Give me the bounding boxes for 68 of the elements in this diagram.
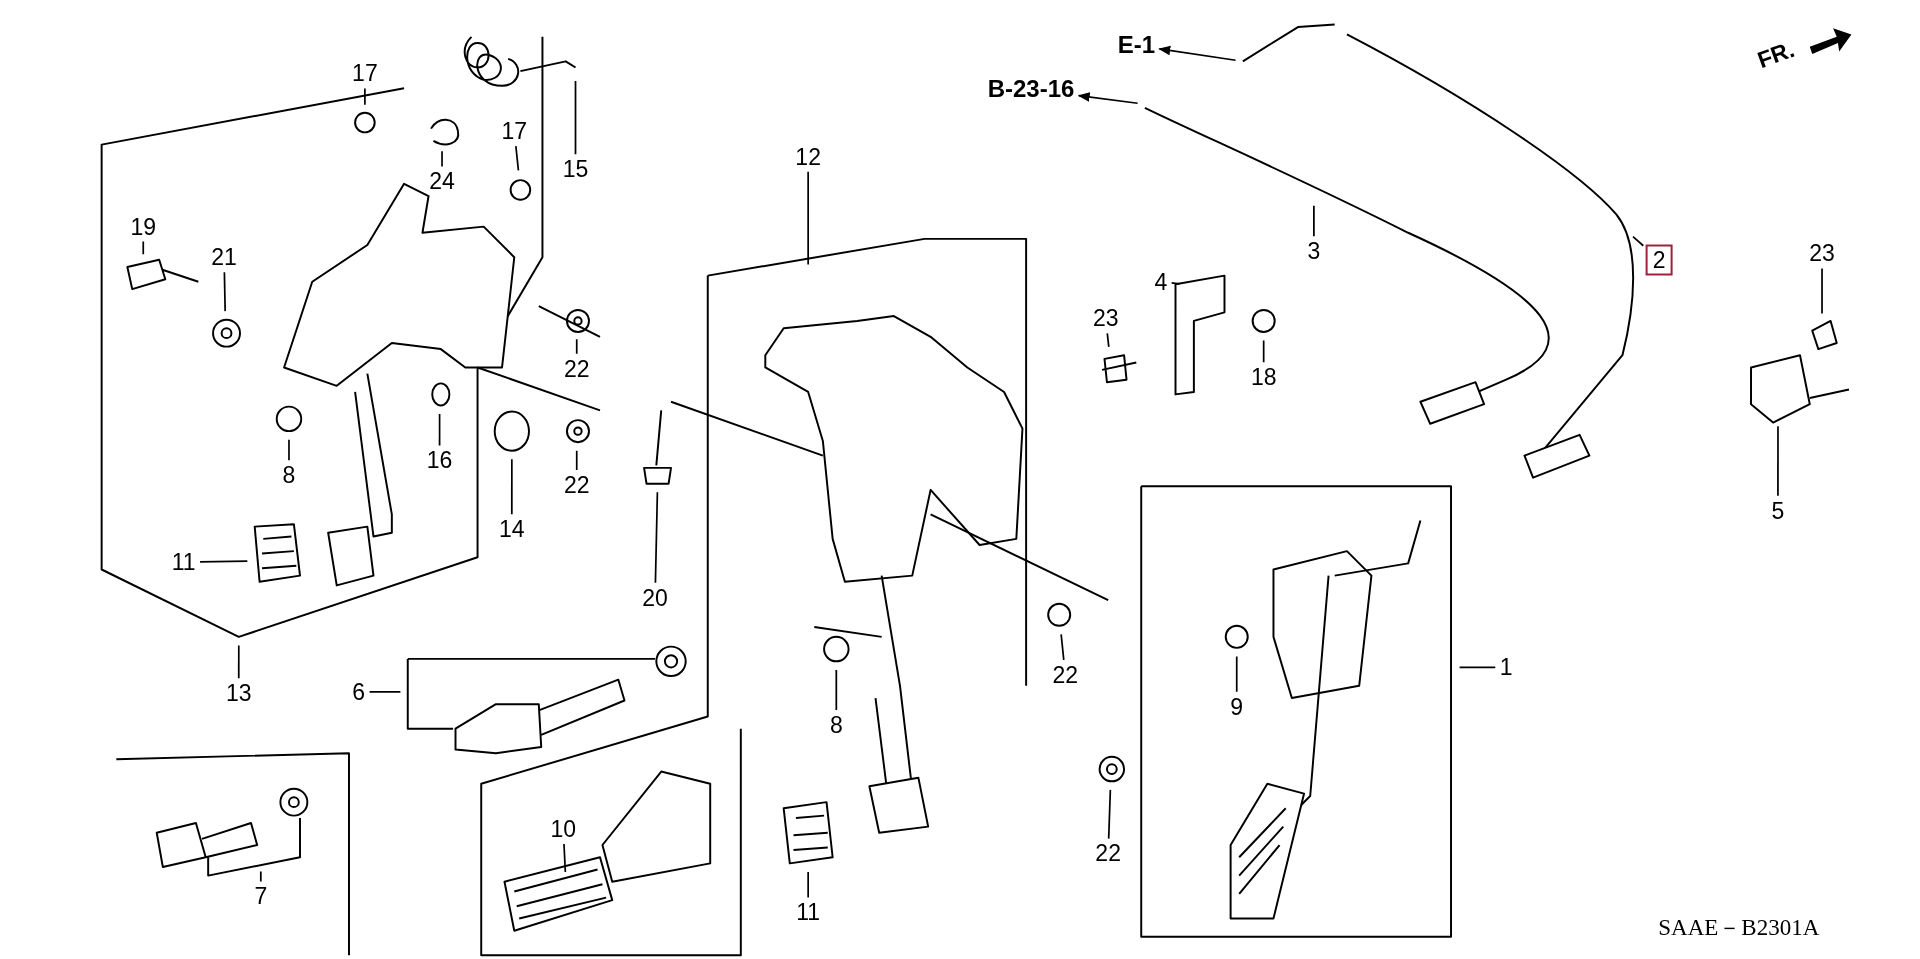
callout-number: 13 xyxy=(223,680,254,706)
callout-number: 19 xyxy=(128,214,159,239)
leader-line xyxy=(1458,666,1497,669)
leader-line xyxy=(575,449,578,471)
leader-line xyxy=(237,644,240,680)
reference-label: B-23-16 xyxy=(985,76,1077,103)
callout-number: 23 xyxy=(1090,305,1121,331)
leader-line xyxy=(1107,789,1112,840)
callout-number: 23 xyxy=(1807,240,1837,266)
callout-number: 17 xyxy=(499,118,530,144)
arrow xyxy=(1077,92,1139,105)
callout-number: 7 xyxy=(252,883,270,909)
leader-line xyxy=(515,145,520,172)
callout-number: 14 xyxy=(497,516,527,542)
callout-number: 11 xyxy=(169,549,198,575)
leader-line xyxy=(1632,235,1645,247)
leader-line xyxy=(807,871,809,899)
callout-number: 21 xyxy=(209,244,239,270)
callout-number: 4 xyxy=(1152,269,1170,295)
reference-label: E-1 xyxy=(1115,32,1157,59)
leader-line xyxy=(199,560,249,563)
leader-line xyxy=(142,240,145,256)
callout-number: 9 xyxy=(1228,694,1246,719)
diagram-code: SAAE－B2301A xyxy=(1657,914,1821,940)
leader-line xyxy=(1313,204,1315,238)
leader-line xyxy=(223,271,226,312)
leader-line xyxy=(654,491,659,584)
leader-line xyxy=(259,870,262,883)
callout-number: 15 xyxy=(560,156,591,182)
leader-line xyxy=(438,413,441,447)
callout-number: 20 xyxy=(640,585,670,611)
leader-line xyxy=(1106,332,1110,348)
leader-line xyxy=(575,338,578,355)
callout-number: 2 xyxy=(1645,244,1673,276)
callout-number: 16 xyxy=(424,447,455,473)
callout-number: 1 xyxy=(1497,654,1515,680)
leader-line xyxy=(1821,267,1823,315)
leader-line xyxy=(1060,633,1065,661)
callout-number: 10 xyxy=(548,816,579,842)
leader-line xyxy=(288,438,290,462)
callout-number: 18 xyxy=(1248,364,1279,390)
leader-line xyxy=(441,150,443,168)
leader-line xyxy=(807,170,809,266)
leader-line xyxy=(835,669,838,711)
leader-line xyxy=(563,843,567,873)
leader-line xyxy=(1170,282,1181,285)
callout-number: 11 xyxy=(794,899,823,925)
callout-number: 22 xyxy=(561,472,592,498)
front-direction-label: FR. xyxy=(1752,36,1799,74)
callout-number: 3 xyxy=(1305,238,1323,264)
callout-number: 12 xyxy=(793,144,823,170)
callout-number: 24 xyxy=(427,168,457,194)
leader-line xyxy=(1262,339,1265,364)
callout-number: 8 xyxy=(827,712,845,738)
leader-line xyxy=(1777,425,1779,497)
callout-number: 5 xyxy=(1769,498,1787,524)
callout-number: 22 xyxy=(561,356,592,382)
leader-line xyxy=(574,80,577,155)
leader-line xyxy=(368,691,402,693)
callout-number: 22 xyxy=(1050,662,1081,688)
callout-number: 17 xyxy=(350,60,380,86)
callout-number: 22 xyxy=(1093,840,1123,866)
leader-line xyxy=(364,87,366,106)
leader-line xyxy=(1235,655,1238,693)
callout-number: 8 xyxy=(280,462,298,488)
callout-number: 6 xyxy=(350,679,368,705)
arrow xyxy=(1158,45,1237,62)
leader-line xyxy=(510,458,513,515)
